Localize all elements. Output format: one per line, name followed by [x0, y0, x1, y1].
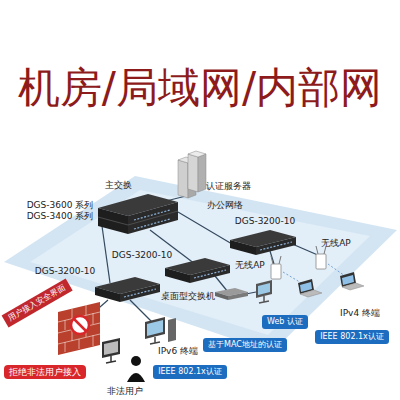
core-switch — [134, 210, 170, 229]
access-switch — [95, 287, 120, 302]
server-rack — [178, 151, 206, 198]
access-switch — [256, 237, 296, 255]
firewall-wall — [58, 305, 100, 352]
desktop-pc — [145, 317, 165, 339]
laptop-icon — [298, 272, 364, 297]
access-switch — [260, 242, 292, 250]
wireless-ap — [279, 256, 281, 264]
illegal-pc — [104, 341, 118, 355]
laptop-icon — [300, 290, 322, 297]
warning-box: 拒绝非法用户接入 — [4, 365, 86, 380]
illegal-pc — [102, 338, 120, 358]
device-label: DGS-3200-10 — [112, 251, 172, 261]
laptop-icon — [342, 283, 364, 290]
wireless-ap — [316, 254, 326, 269]
node-text: 拒绝非法用户接入 — [9, 367, 81, 378]
access-switch — [190, 265, 230, 283]
desktop-pc — [258, 283, 270, 295]
illegal-pc — [106, 356, 116, 363]
wireless-ap — [271, 256, 273, 264]
device-label: 桌面型交换机 — [161, 292, 215, 302]
auth-badge: Web 认证 — [262, 315, 308, 329]
desktop-switch — [215, 288, 248, 300]
wireless-ap — [271, 264, 281, 279]
auth-badge: IEEE 802.1x认证 — [315, 330, 389, 344]
device-label: IPv4 终端 — [340, 309, 380, 319]
node-text: IEEE 802.1x认证 — [158, 367, 222, 377]
firewall-wall — [58, 302, 100, 355]
page-title: 机房/局域网/内部网 — [18, 65, 382, 111]
device-label: 主交换 — [105, 181, 132, 191]
device-label: DGS-3200-10 — [235, 217, 295, 227]
desktop-switch — [215, 292, 228, 300]
illegal-pc — [102, 338, 120, 363]
hacker-figure — [127, 356, 145, 382]
server-rack — [178, 160, 188, 198]
desktop-switch — [228, 292, 248, 300]
hacker-figure — [127, 373, 145, 382]
access-switch — [120, 284, 160, 302]
desktop-pc — [256, 280, 272, 298]
device-label: 办公网络 — [207, 201, 243, 211]
laptop-icon — [342, 275, 354, 285]
wireless-signal — [283, 272, 303, 284]
device-label: 非法用户 — [107, 387, 143, 397]
server-rack — [198, 154, 206, 192]
desktop-pc — [145, 280, 272, 344]
device-label: DGS-3400 系列 — [27, 212, 94, 222]
server-rack — [188, 154, 198, 192]
wireless-signal — [283, 264, 345, 284]
firewall-wall — [58, 302, 100, 355]
desktop-pc — [150, 337, 160, 344]
network-cable — [102, 226, 110, 283]
forbidden-sign — [74, 319, 86, 331]
auth-badge: IEEE 802.1x认证 — [153, 365, 227, 379]
network-cable — [130, 300, 152, 322]
device-label: 无线AP — [235, 261, 265, 271]
wireless-signal — [328, 264, 345, 276]
device-label: IPv6 终端 — [158, 347, 198, 357]
node-text: Web 认证 — [267, 317, 303, 327]
network-cable — [270, 251, 274, 264]
access-switch — [194, 270, 226, 278]
wireless-ap — [316, 246, 318, 254]
laptop-icon — [300, 282, 312, 292]
desktop-pc — [147, 320, 163, 336]
core-switch — [98, 194, 178, 234]
desktop-pc — [168, 318, 176, 342]
forbidden-sign — [71, 316, 89, 334]
access-switch — [230, 240, 256, 255]
forbidden-sign — [71, 316, 89, 334]
desktop-pc — [259, 296, 269, 303]
device-label: 认证服务器 — [206, 182, 251, 192]
access-switch — [95, 230, 296, 302]
node-text: IEEE 802.1x认证 — [320, 332, 384, 342]
access-switch — [165, 268, 190, 283]
core-switch — [98, 211, 178, 225]
node-text: 基于MAC地址的认证 — [208, 340, 282, 350]
auth-badge: 基于MAC地址的认证 — [203, 338, 287, 352]
network-cable — [178, 212, 232, 244]
network-cable — [215, 276, 228, 292]
hacker-figure — [131, 356, 141, 366]
device-label: 无线AP — [321, 239, 351, 249]
server-rack — [188, 151, 206, 157]
device-label: DGS-3200-10 — [35, 267, 95, 277]
access-switch — [124, 289, 156, 297]
device-label: DGS-3600 系列 — [27, 201, 94, 211]
wireless-ap — [271, 246, 326, 279]
